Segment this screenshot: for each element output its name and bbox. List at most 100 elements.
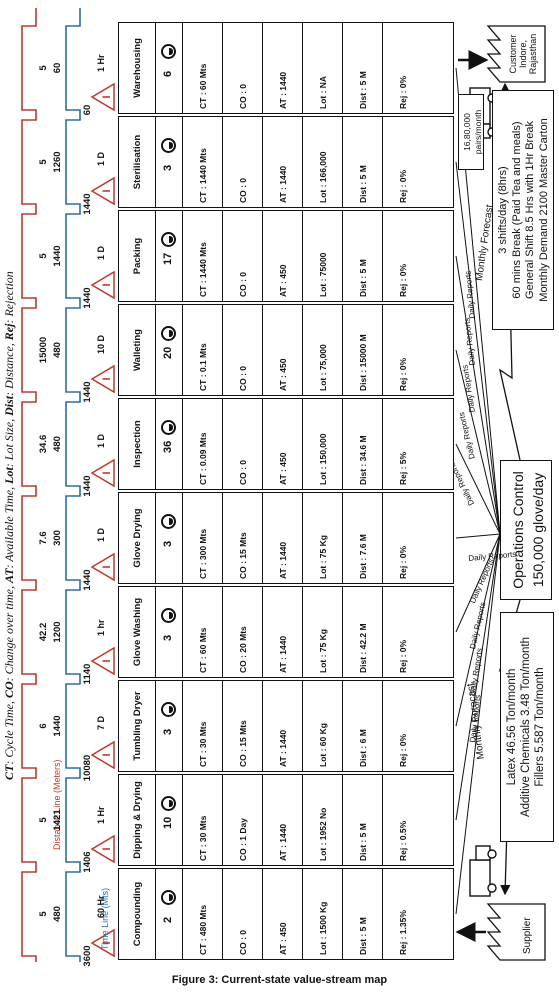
process-co: CO : 15 Mts: [223, 493, 263, 583]
operator-number: 36: [162, 440, 174, 453]
legend-text: : Lot Size,: [2, 415, 16, 468]
time-line-bottom-value: 1421: [52, 809, 63, 831]
operations-control-subtitle: 150,000 glove/day: [530, 472, 546, 588]
time-line-bottom-value: 480: [52, 906, 63, 922]
inventory-time: 10 D: [96, 334, 106, 354]
supplier-truck-icon: [469, 845, 497, 897]
legend-text: : Cycle Time,: [2, 698, 16, 765]
time-line-bottom-value: 1440: [52, 715, 63, 737]
process-ct: CT : 30 Mts: [183, 681, 223, 771]
svg-text:I: I: [101, 565, 113, 568]
supplier-label: Supplier: [522, 917, 533, 954]
customer-info-line: 60 mins Break (Paid Tea and meals): [510, 121, 523, 299]
inventory-time: 1 Hr: [96, 806, 106, 824]
distance-line-value: 5: [38, 159, 49, 165]
operator-icon: [161, 514, 176, 529]
process-dist: Dist : 7.6 M: [343, 493, 383, 583]
daily-report-line: [455, 533, 501, 539]
operator-number: 20: [162, 346, 174, 359]
inventory-triangle-icon: I: [90, 82, 115, 112]
process-at: AT : 450: [263, 869, 303, 959]
process-lot: Lot : 75 Kg: [303, 587, 343, 677]
process-co: CO : 0: [223, 23, 263, 113]
process-dist: Dist : 5 M: [343, 211, 383, 301]
process-co: CO : 1 Day: [223, 775, 263, 865]
process-rej: Rej : 0%: [397, 357, 408, 391]
operator-number: 17: [162, 252, 174, 265]
svg-text:I: I: [101, 659, 113, 662]
operator-count: 36: [156, 399, 183, 489]
process-lot: Lot : 166,000: [303, 117, 343, 207]
time-line-bottom-value: 60: [52, 62, 63, 74]
customer-info-line: Monthly Demand 2100 Master Carton: [537, 118, 550, 302]
inventory-time: 1 hr: [96, 619, 106, 636]
operator-count: 10: [156, 775, 183, 865]
process-name: Dipping & Drying: [119, 775, 156, 865]
inventory-triangle-icon: I: [90, 270, 115, 300]
process-ct: CT : 480 Mts: [183, 869, 223, 959]
legend-text: : Distance,: [2, 340, 16, 396]
operator-icon: [161, 890, 176, 905]
operator-number: 2: [162, 916, 174, 923]
daily-report-line: [455, 255, 501, 535]
legend-abbr: Lot: [2, 467, 16, 484]
operator-count: 3: [156, 587, 183, 677]
process-dist: Dist : 5 M: [343, 117, 383, 207]
process-rej: Rej : 5%: [397, 451, 408, 485]
daily-report-line: [455, 349, 501, 535]
inventory-triangle-icon: I: [90, 928, 115, 958]
daily-report-line: [455, 533, 501, 915]
process-ct: CT : 60 Mts: [183, 587, 223, 677]
time-line-top-value: 60: [82, 104, 93, 116]
process-rej: Rej : 0%: [397, 263, 408, 297]
distance-line-value: 5: [38, 65, 49, 71]
process-lot: Lot : 75000: [303, 211, 343, 301]
distance-line-value: 34.6: [38, 434, 49, 454]
operator-count: 17: [156, 211, 183, 301]
time-line-top-value: 1440: [82, 193, 93, 215]
time-line-bottom-value: 480: [52, 342, 63, 358]
operator-count: 3: [156, 493, 183, 583]
svg-text:I: I: [101, 283, 113, 286]
process-dist: Dist : 6 M: [343, 681, 383, 771]
daily-report-line: [455, 533, 501, 821]
time-line-bottom-value: 480: [52, 436, 63, 452]
svg-text:I: I: [101, 847, 113, 850]
process-name: Walleting: [119, 305, 156, 395]
process-at: AT : 1440: [263, 681, 303, 771]
inventory-time: 1 D: [96, 527, 106, 542]
operator-icon: [161, 702, 176, 717]
supplier-info-line: Latex 46.56 Ton/month: [506, 668, 518, 786]
inventory-time: 1 D: [96, 433, 106, 448]
process-name: Glove Washing: [119, 587, 156, 677]
inventory-triangle-icon: I: [90, 176, 115, 206]
legend-abbr: Dist: [2, 395, 16, 416]
supplier-info-line: Fillers 5.587 Ton/month: [534, 667, 546, 787]
process-ct: CT : 1440 Mts: [183, 211, 223, 301]
supplier-factory-icon: [486, 903, 546, 961]
legend-text: : Rejection: [2, 271, 16, 324]
distance-line-value: 15000: [38, 336, 49, 364]
operator-icon: [161, 138, 176, 153]
process-rej: Rej : 0%: [397, 545, 408, 579]
customer-info-line: 3 shifts/day (8hrs): [497, 166, 509, 254]
inventory-triangle-icon: I: [90, 458, 115, 488]
process-lot: Lot : 60 Kg: [303, 681, 343, 771]
operator-icon: [161, 44, 176, 59]
time-line-label: Time Line (Mts): [100, 887, 110, 950]
svg-text:I: I: [101, 471, 113, 474]
process-dist: Dist : 5 M: [343, 869, 383, 959]
inventory-triangle-icon: I: [90, 834, 115, 864]
process-lot: Lot : 1500 Kg: [303, 869, 343, 959]
process-at: AT : 1440: [263, 587, 303, 677]
process-at: AT : 450: [263, 399, 303, 489]
operator-number: 3: [162, 164, 174, 171]
process-rej: Rej : 0.5%: [397, 820, 408, 861]
process-ct: CT : 1440 Mts: [183, 117, 223, 207]
